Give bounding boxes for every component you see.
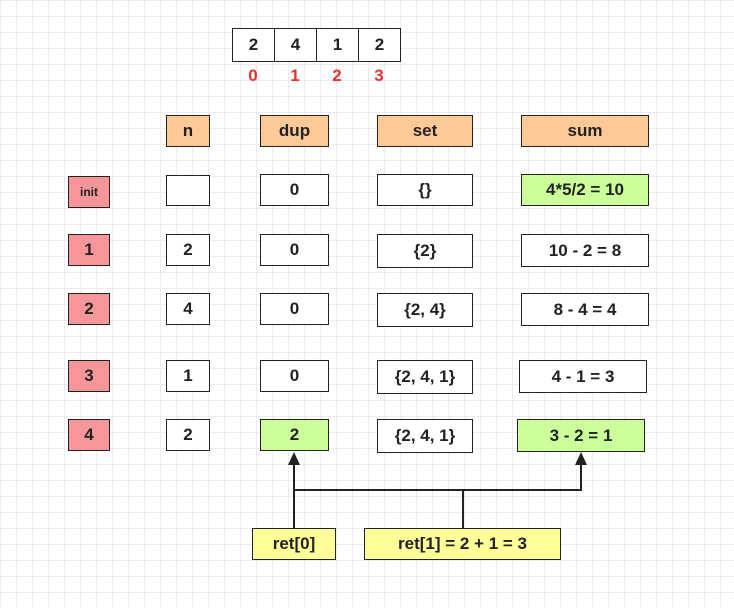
row-label-1: 1 [68, 234, 110, 266]
array-index-0: 0 [248, 66, 258, 85]
ret1-arrowhead [575, 452, 587, 465]
cell-n-4: 2 [166, 419, 210, 451]
cell-dup-3: 0 [260, 360, 329, 392]
cell-set-init: {} [377, 174, 473, 206]
header-sum: sum [521, 115, 649, 147]
result-ret0: ret[0] [252, 528, 336, 560]
row-label-3: 3 [68, 360, 110, 392]
cell-n-2: 4 [166, 293, 210, 325]
cell-sum-1: 10 - 2 = 8 [521, 234, 649, 267]
cell-dup-1: 0 [260, 234, 329, 266]
ret1-arrow-line [463, 462, 582, 491]
result-ret1: ret[1] = 2 + 1 = 3 [364, 528, 561, 560]
cell-sum-3: 4 - 1 = 3 [519, 360, 647, 393]
cell-dup-4: 2 [260, 419, 329, 451]
header-set: set [377, 115, 473, 147]
array-cell-1: 4 [274, 28, 317, 62]
row-label-4: 4 [68, 419, 110, 451]
cell-sum-init: 4*5/2 = 10 [521, 174, 649, 206]
cell-dup-init: 0 [260, 174, 329, 206]
cell-sum-2: 8 - 4 = 4 [521, 293, 649, 326]
array-cell-3: 2 [358, 28, 401, 62]
cell-set-3: {2, 4, 1} [377, 360, 473, 394]
cell-sum-4: 3 - 2 = 1 [517, 419, 645, 452]
array-index-1: 1 [290, 66, 300, 85]
cell-set-2: {2, 4} [377, 293, 473, 327]
array-index-3: 3 [374, 66, 384, 85]
array-index-2: 2 [332, 66, 342, 85]
cell-n-init [166, 175, 210, 206]
array-cell-0: 2 [232, 28, 275, 62]
header-dup: dup [260, 115, 329, 147]
ret1-connector-line [294, 489, 464, 530]
cell-set-4: {2, 4, 1} [377, 419, 473, 453]
header-n: n [166, 115, 210, 147]
cell-n-3: 1 [166, 360, 210, 392]
row-label-init: init [68, 176, 110, 208]
cell-n-1: 2 [166, 234, 210, 266]
cell-dup-2: 0 [260, 293, 329, 325]
ret0-arrowhead [288, 452, 300, 465]
row-label-2: 2 [68, 293, 110, 325]
cell-set-1: {2} [377, 234, 473, 268]
